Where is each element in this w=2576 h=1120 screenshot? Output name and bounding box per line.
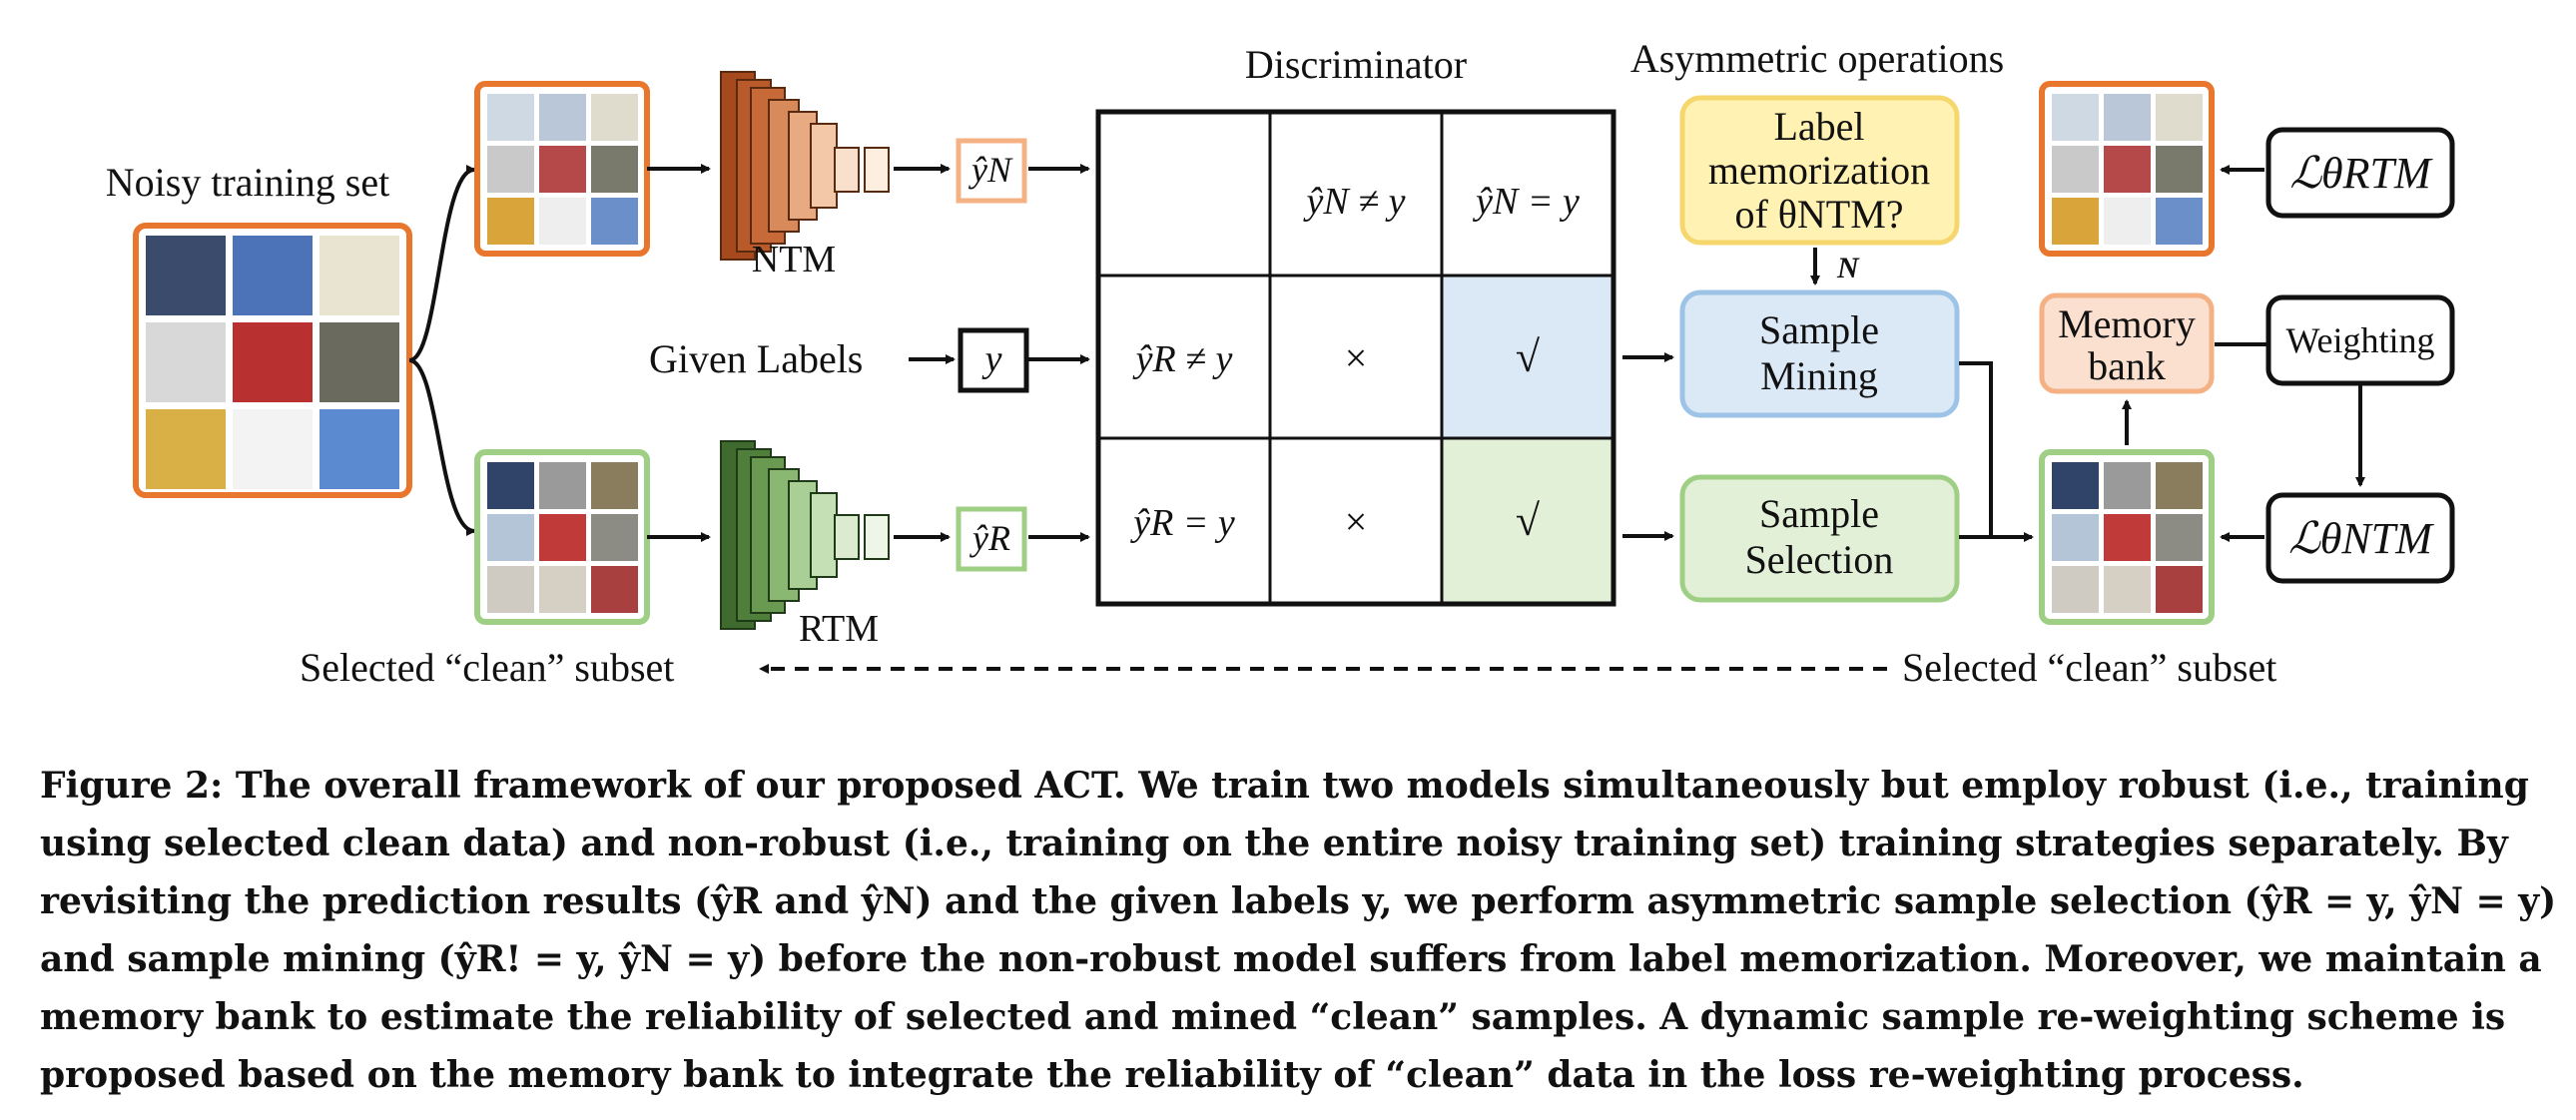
thumb-red-car [233, 322, 313, 402]
yhat-n-box [956, 138, 1027, 204]
thumb-suv [320, 322, 399, 402]
memory-bank-line1: Memory [2058, 301, 2196, 346]
memory-bank-line2: bank [2088, 343, 2166, 388]
loss-ntm-box [2265, 492, 2455, 584]
given-labels-text: Given Labels [649, 336, 863, 381]
weighting-box [2265, 294, 2455, 386]
table-col-header-neq: ŷN ≠ y [1303, 181, 1406, 223]
caption-line-5: memory bank to estimate the reliability … [40, 996, 2506, 1038]
caption-line-3: revisiting the prediction results (ŷR an… [40, 880, 2557, 922]
weighting-label: Weighting [2285, 320, 2434, 360]
caption-line-6: proposed based on the memory bank to int… [40, 1054, 2304, 1096]
caption-line-2: using selected clean data) and non-robus… [40, 823, 2508, 864]
ntm-input-grid [474, 81, 650, 257]
selected-clean-left: Selected “clean” subset [300, 645, 674, 690]
sample-mining-line1: Sample [1759, 307, 1879, 352]
loss-rtm-label: ℒθRTM [2289, 149, 2433, 198]
thumb-plane-sketch [233, 409, 313, 489]
sample-mining-line2: Mining [1760, 353, 1878, 398]
branch-arrow-bottom [408, 358, 476, 536]
table-cell-r2c2: √ [1516, 496, 1541, 545]
memorization-line3: of θNTM? [1734, 192, 1903, 237]
ntm-network-icon [720, 71, 890, 261]
table-col-header-eq: ŷN = y [1472, 181, 1580, 223]
given-y-box [958, 327, 1029, 393]
sample-selection-line2: Selection [1745, 537, 1894, 582]
table-cell-r1c2: √ [1516, 332, 1541, 381]
memorization-line2: memorization [1708, 148, 1930, 193]
ntm-output-grid-bottom [2039, 449, 2215, 625]
sample-mining-box [1679, 289, 1960, 418]
branch-arrow-top [408, 165, 476, 362]
asymmetric-ops-title: Asymmetric operations [1630, 36, 2004, 81]
table-row-header-eq: ŷR = y [1129, 502, 1235, 544]
loss-ntm-label: ℒθNTM [2288, 514, 2434, 563]
memorization-line1: Label [1773, 104, 1864, 149]
n-branch-label: N [1836, 252, 1860, 284]
caption-line-1: Figure 2: The overall framework of our p… [40, 765, 2529, 807]
act-framework-diagram: Noisy training set [106, 36, 2455, 690]
thumb-bird [146, 236, 226, 315]
discriminator-title: Discriminator [1245, 42, 1467, 87]
thumb-red-plane [320, 409, 399, 489]
thumb-frigatebird [233, 236, 313, 315]
rtm-label: RTM [799, 608, 879, 650]
memorization-check-box [1679, 95, 1960, 246]
table-cell-r2c1: × [1345, 499, 1368, 544]
rtm-network-icon [720, 440, 890, 630]
thumb-bird-chart [320, 236, 399, 315]
table-row-header-neq: ŷR ≠ y [1132, 338, 1233, 380]
rtm-input-grid [474, 449, 650, 625]
discriminator-table [1095, 109, 1616, 607]
noisy-set-label: Noisy training set [106, 160, 389, 205]
figure-caption: Figure 2: The overall framework of our p… [40, 757, 2557, 1104]
noisy-training-set-grid [133, 223, 412, 498]
yhat-r-label: ŷR [969, 518, 1010, 558]
rtm-output-grid-top [2039, 81, 2215, 257]
ntm-label: NTM [752, 239, 836, 280]
given-y-label: y [981, 338, 1002, 380]
sample-selection-line1: Sample [1759, 491, 1879, 536]
memory-bank-box [2039, 292, 2215, 394]
yhat-r-box [956, 506, 1027, 572]
thumb-car-sketch [146, 322, 226, 402]
table-cell-r1c1: × [1345, 335, 1368, 380]
sample-selection-box [1679, 474, 1960, 603]
thumb-yellow-plane [146, 409, 226, 489]
selected-clean-right: Selected “clean” subset [1902, 645, 2276, 690]
caption-line-4: and sample mining (ŷR! = y, ŷN = y) befo… [40, 938, 2542, 980]
loss-rtm-box [2265, 127, 2455, 219]
yhat-n-label: ŷN [968, 150, 1013, 190]
